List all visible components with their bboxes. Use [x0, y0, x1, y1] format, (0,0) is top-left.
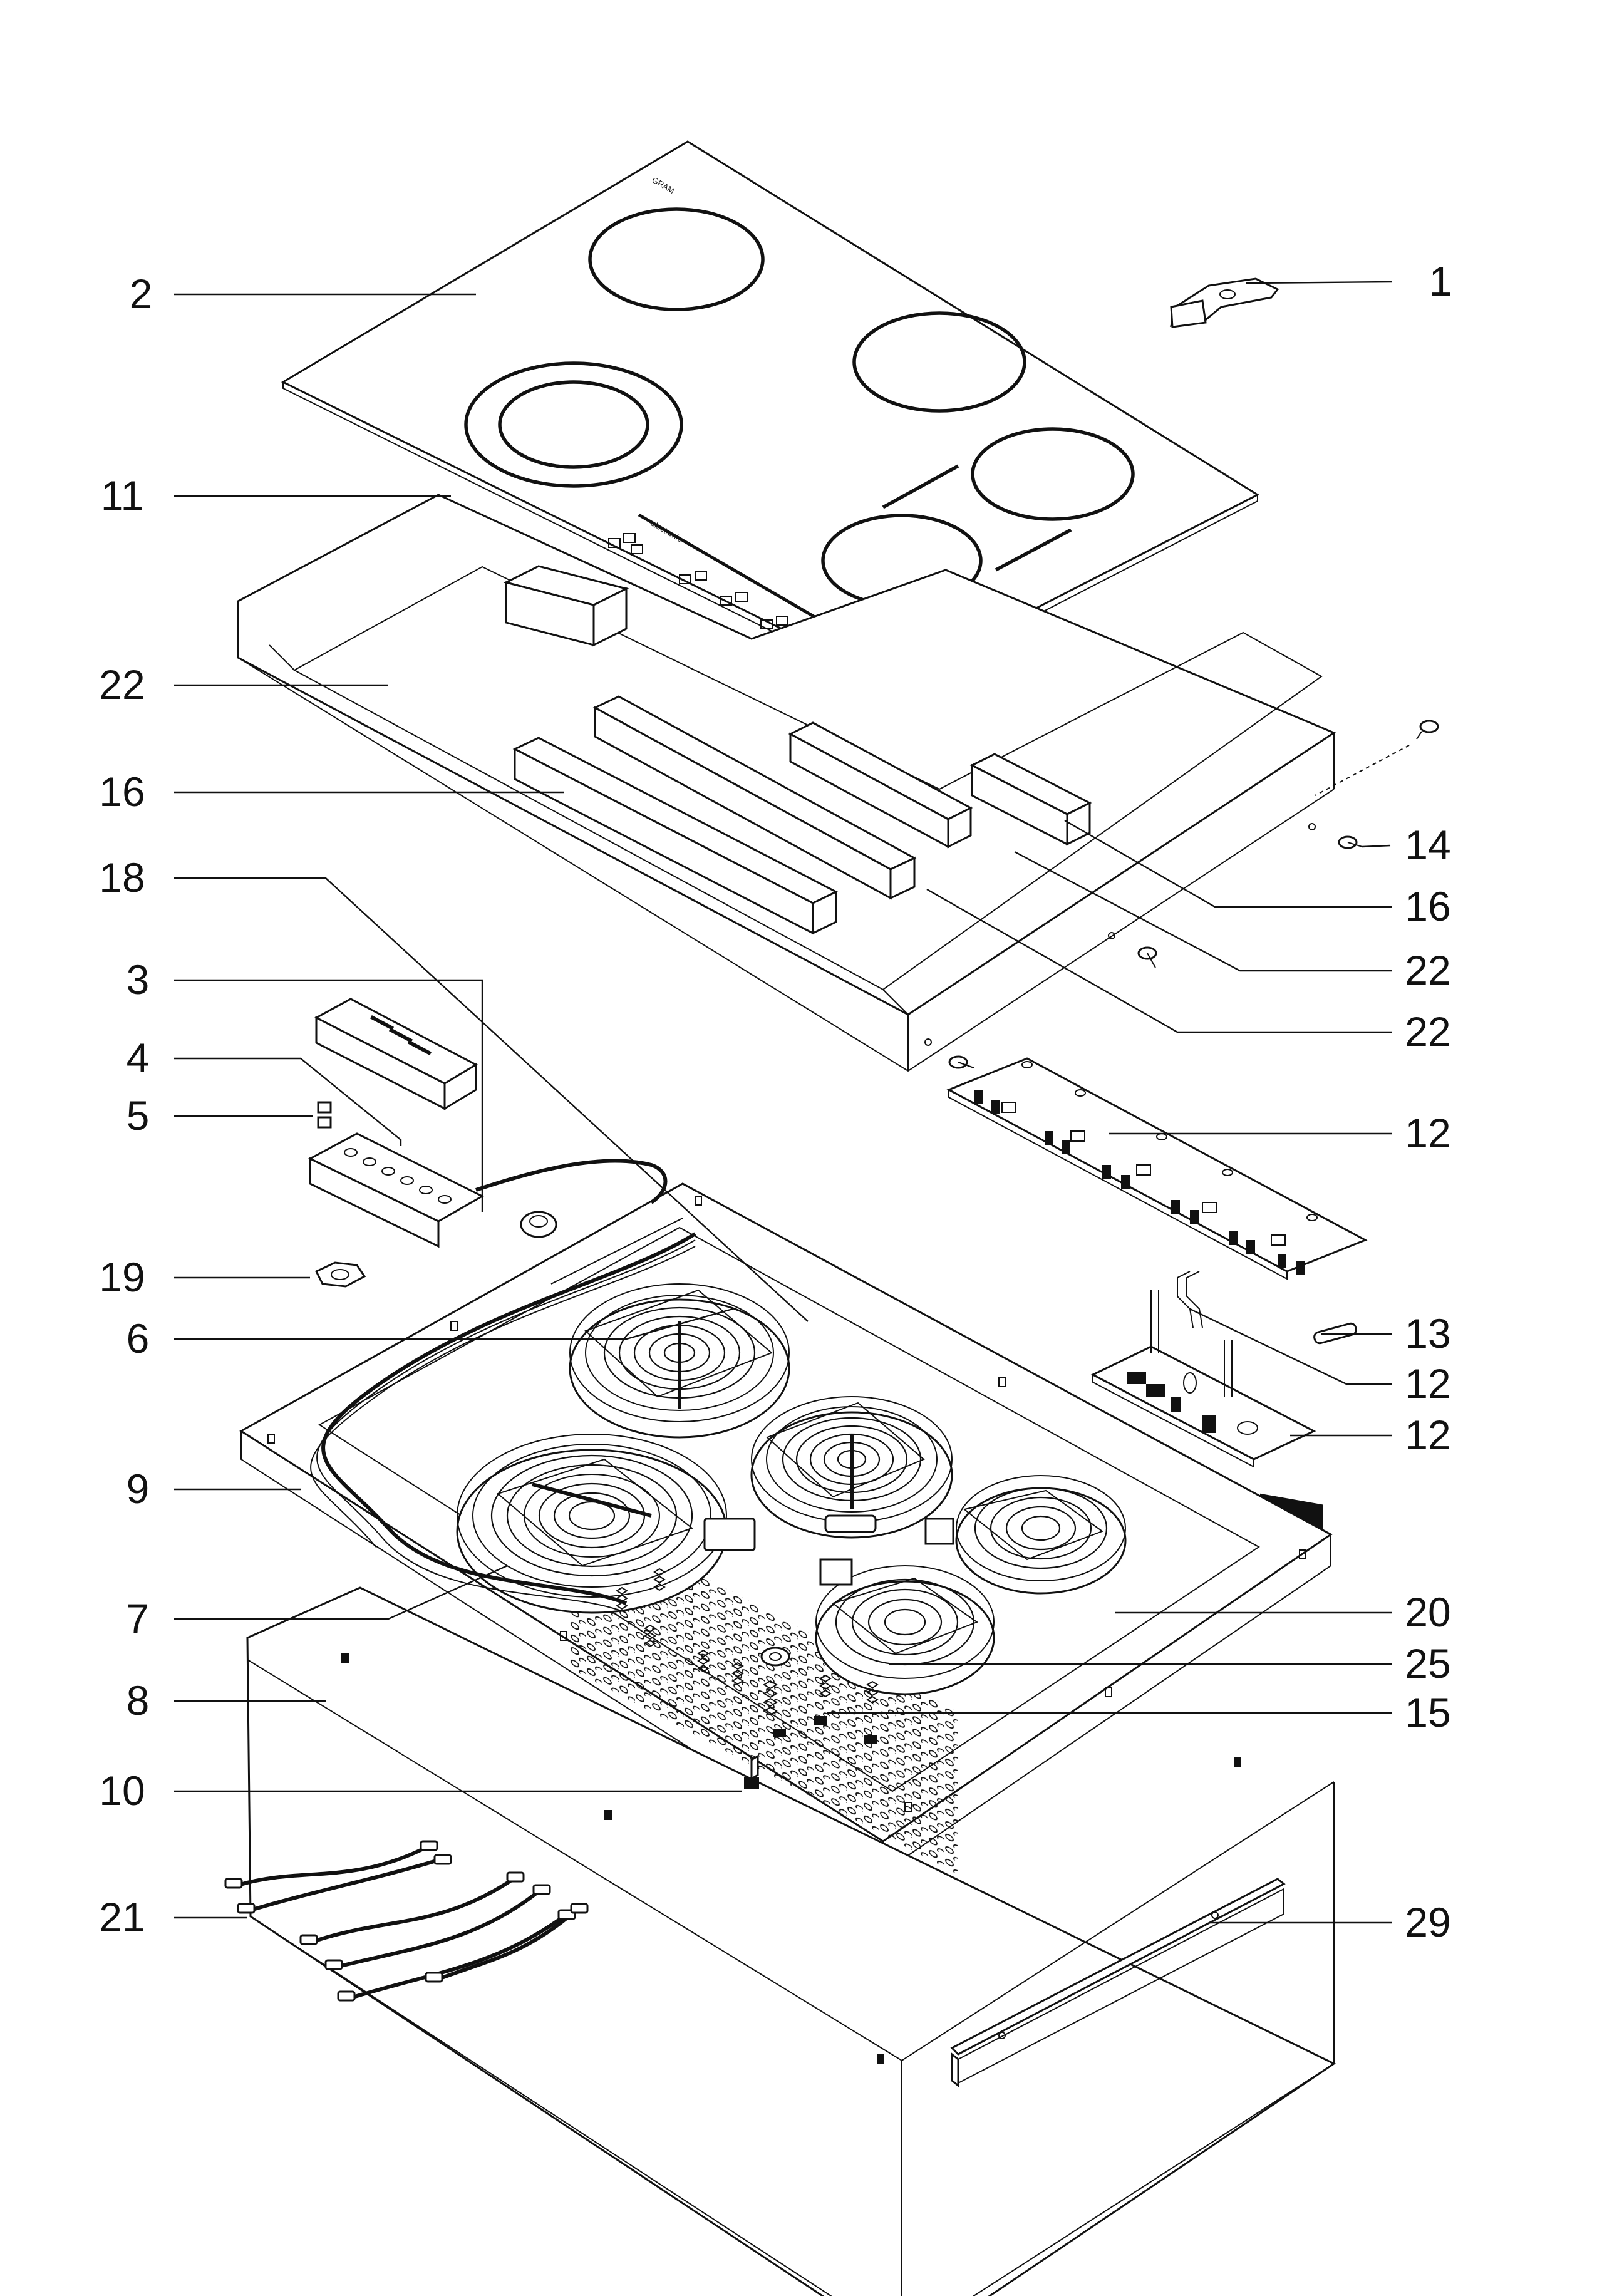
callout-2: 2 [130, 271, 153, 317]
bottom-plate [246, 1586, 1336, 2296]
callout-6: 6 [127, 1315, 150, 1362]
heating-element-rear-right [750, 1396, 953, 1539]
insulation-strip-middle [592, 695, 917, 900]
callout-10: 10 [99, 1767, 145, 1814]
terminal-block-cover [314, 998, 478, 1110]
callout-7: 7 [127, 1595, 150, 1642]
control-circuit-board [946, 1057, 1368, 1530]
callout-3: 3 [127, 956, 150, 1003]
callout-12-upper: 12 [1405, 1110, 1450, 1156]
insulation-block-right [969, 753, 1092, 846]
callout-8: 8 [127, 1677, 150, 1724]
terminal-block-body [308, 1101, 485, 1248]
callout-numbers: 1 2 11 22 16 18 3 4 5 19 6 9 7 8 10 21 1… [99, 258, 1452, 1945]
callout-16-right: 16 [1405, 883, 1450, 929]
callout-22-right-lower: 22 [1405, 1008, 1450, 1055]
callout-5: 5 [127, 1092, 150, 1139]
glass-scraper-part [1169, 277, 1279, 328]
callout-14: 14 [1405, 822, 1450, 868]
callout-21: 21 [99, 1894, 145, 1940]
callout-19: 19 [99, 1254, 145, 1300]
callout-29: 29 [1405, 1899, 1450, 1945]
grommet [520, 1211, 557, 1238]
callout-22-right-upper: 22 [1405, 947, 1450, 993]
lock-nut [314, 1261, 366, 1288]
terminal-springs [616, 1568, 879, 1744]
callout-16-left: 16 [99, 768, 145, 815]
screw-parts [948, 720, 1439, 1069]
wire-set [224, 1840, 589, 2002]
callout-11: 11 [101, 472, 144, 519]
mounting-strip [950, 1878, 1286, 2088]
callout-1: 1 [1429, 258, 1452, 304]
tray-wiring-harness [310, 1218, 696, 1613]
callout-25: 25 [1405, 1640, 1450, 1687]
callout-22-left: 22 [99, 661, 145, 708]
heating-element-dual-zone [456, 1434, 756, 1614]
callout-12-middle: 12 [1405, 1360, 1450, 1407]
leader-lines [174, 281, 1392, 1924]
heating-element-front-right-small [924, 1475, 1127, 1595]
heating-element-front-center [815, 1558, 995, 1695]
earth-terminal [744, 1754, 759, 1789]
callout-15: 15 [1405, 1689, 1450, 1735]
insulation-strip-right [788, 721, 973, 849]
insulation-pad-small [503, 565, 629, 647]
insulation-strip-front [512, 737, 839, 935]
power-circuit-board [1090, 1290, 1316, 1468]
supply-cable [475, 1159, 668, 1204]
heating-element-rear-left [569, 1283, 790, 1439]
callout-13: 13 [1405, 1310, 1450, 1357]
callout-20: 20 [1405, 1589, 1450, 1635]
callout-18: 18 [99, 854, 145, 901]
callout-4: 4 [127, 1035, 150, 1081]
callout-9: 9 [127, 1466, 150, 1512]
callout-12-lower: 12 [1405, 1412, 1450, 1458]
